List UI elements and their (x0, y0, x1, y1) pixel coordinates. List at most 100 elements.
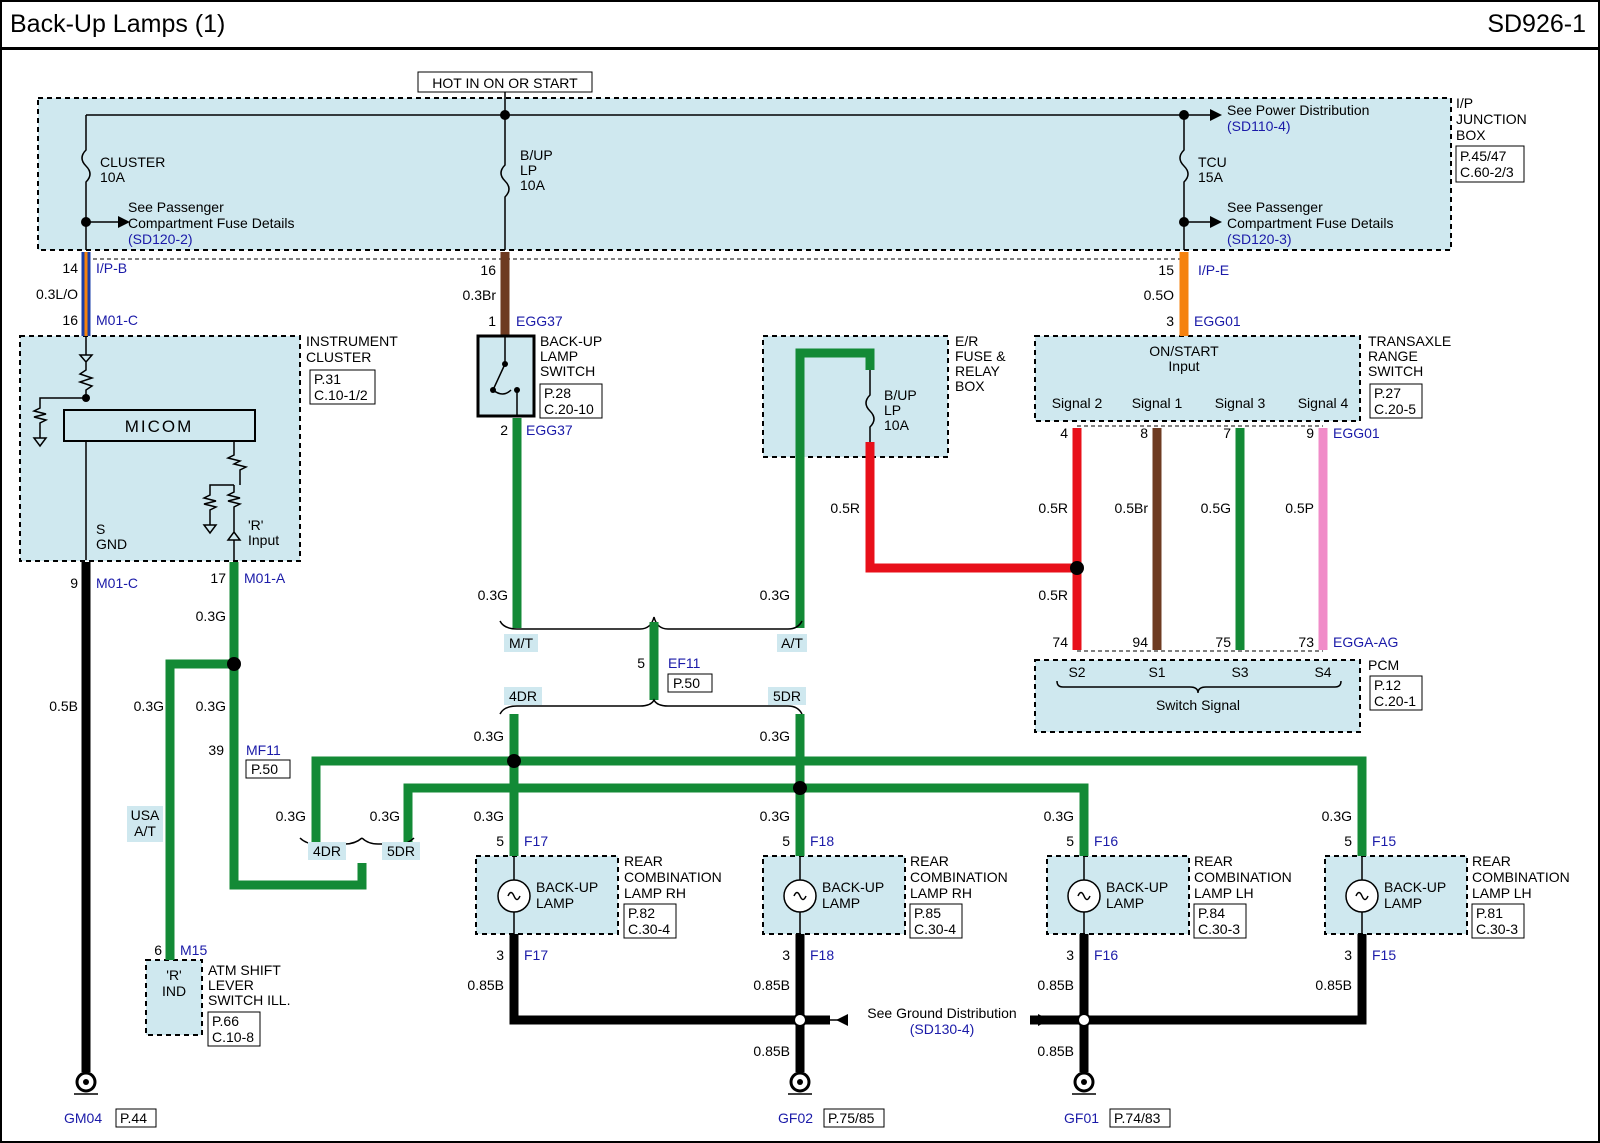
r-input-circuit (201, 441, 249, 560)
lamp-pin-top: 5 (496, 833, 504, 849)
wire-085b-f: 0.85B (1037, 1043, 1074, 1059)
contact-dot (502, 361, 508, 367)
lamp-label: BACK-UP (536, 879, 598, 895)
hot-label: HOT IN ON OR START (432, 75, 578, 91)
lamp-conn-top: F15 (1372, 833, 1396, 849)
wire-05r-er: 0.5R (830, 500, 860, 516)
r-input-1: 'R' (248, 517, 263, 533)
dr-bracket (499, 698, 803, 715)
pcm-s3: S3 (1231, 664, 1248, 680)
dr5-label: 5DR (773, 688, 801, 704)
cluster-ref-2: C.10-1/2 (314, 387, 368, 403)
splice-open (793, 1013, 807, 1027)
splice-dot (1070, 561, 1084, 575)
at-label: A/T (781, 635, 803, 651)
lamp-label: BACK-UP (1384, 879, 1446, 895)
ground-gf02-ref: P.75/85 (828, 1110, 875, 1126)
instrument-cluster-box (19, 335, 301, 562)
trs-conn15: I/P-E (1198, 262, 1229, 278)
er-name-2: FUSE & (955, 348, 1006, 364)
trs-pin8: 8 (1140, 425, 1148, 441)
wire-03g-j: 0.3G (1044, 808, 1074, 824)
diode-resistor (77, 336, 95, 400)
lamp-label: LAMP (1106, 895, 1144, 911)
gf02-ref-box (823, 1108, 885, 1128)
arrow-icon (1210, 109, 1222, 121)
bu-wire-03br: 0.3Br (463, 287, 497, 303)
lamp-name: REAR (910, 853, 949, 869)
lamp-ref: P.84 (1198, 905, 1225, 921)
pcm-pin74: 74 (1052, 634, 1068, 650)
ef11-ref-box (667, 673, 713, 693)
lamp-pin-top: 5 (1344, 833, 1352, 849)
lamp-conn-bottom: F16 (1094, 947, 1118, 963)
hot-label-box (417, 71, 593, 93)
lamp-conn-bottom: F18 (810, 947, 834, 963)
sgnd-2: GND (96, 536, 127, 552)
pcm-bracket (1056, 680, 1342, 694)
trs-ref-2: C.20-5 (1374, 401, 1416, 417)
wire-green-r (229, 562, 367, 890)
pin-14: 14 (62, 260, 78, 276)
pin-9: 9 (70, 575, 78, 591)
title-bar: Back-Up Lamps (1) SD926-1 (0, 0, 1600, 50)
mt-label: M/T (509, 635, 534, 651)
lamp-name: REAR (1194, 853, 1233, 869)
trs-signal-4: Signal 4 (1298, 395, 1349, 411)
mf11-name: MF11 (246, 742, 281, 758)
splice-dot (227, 657, 241, 671)
arrow-icon (118, 216, 130, 228)
pullup-resistor (31, 397, 86, 448)
lamp-label: BACK-UP (1106, 879, 1168, 895)
atm-ind-2: IND (162, 983, 186, 999)
atm-ref-1: P.66 (212, 1013, 239, 1029)
diagram-code: SD926-1 (1487, 10, 1586, 38)
pass-fuse2-line2: Compartment Fuse Details (1227, 215, 1394, 231)
er-fuse-icon (865, 370, 875, 442)
er-fuse-2: LP (884, 402, 901, 418)
trs-signal-2: Signal 2 (1052, 395, 1103, 411)
bu-ref-2: C.20-10 (544, 401, 594, 417)
fuse-icon (500, 115, 510, 250)
pass-fuse1-line2: Compartment Fuse Details (128, 215, 295, 231)
fuse2-name-1: B/UP (520, 147, 553, 163)
splice-dot (793, 781, 807, 795)
mt-tag (504, 634, 538, 652)
splice-open (1077, 1013, 1091, 1027)
dr5-tag-2 (382, 842, 420, 860)
wire-03g-a: 0.3G (196, 608, 226, 624)
wire-green-bus-4dr (311, 756, 1367, 856)
pcm-name: PCM (1368, 657, 1399, 673)
mf11-ref-box (245, 759, 291, 779)
wire-03g-g: 0.3G (370, 808, 400, 824)
arrow-icon (836, 1014, 848, 1026)
ground-icon (788, 1071, 812, 1095)
usa-at-1: USA (131, 807, 160, 823)
er-fuse-1: B/UP (884, 387, 917, 403)
lamp-name: LAMP RH (910, 885, 972, 901)
lamp-pin-bottom: 3 (1344, 947, 1352, 963)
lamp-name: LAMP LH (1472, 885, 1532, 901)
wire-085b-d: 0.85B (1315, 977, 1352, 993)
dr4-tag-2 (308, 842, 346, 860)
trs-conn3: EGG01 (1194, 313, 1241, 329)
lamp-name: COMBINATION (1472, 869, 1570, 885)
arrow-icon (1210, 216, 1222, 228)
wire-085b-c: 0.85B (1037, 977, 1074, 993)
pin-17: 17 (210, 570, 226, 586)
trs-input-1: ON/START (1149, 343, 1219, 359)
bu-conn1: EGG37 (516, 313, 563, 329)
jb-ref-box (1455, 145, 1525, 183)
wire-05p: 0.5P (1285, 500, 1314, 516)
wire-085b-a: 0.85B (467, 977, 504, 993)
lamp-ref-box (909, 903, 963, 939)
wire-03g-b: 0.3G (134, 698, 164, 714)
er-name-4: BOX (955, 378, 985, 394)
trs-name-2: RANGE (1368, 348, 1418, 364)
pcm-ref-box (1369, 675, 1423, 711)
